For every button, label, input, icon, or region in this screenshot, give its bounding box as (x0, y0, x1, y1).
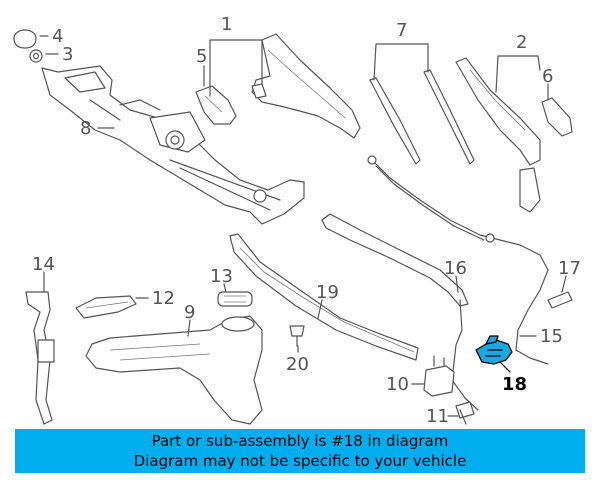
info-banner: Part or sub-assembly is #18 in diagram D… (15, 429, 585, 473)
callout-5: 5 (196, 46, 207, 67)
callout-17: 17 (558, 258, 581, 279)
part-10-washer-pump (423, 355, 455, 397)
washer-hose (367, 155, 549, 365)
callout-6: 6 (542, 66, 553, 87)
part-14-filler-neck (25, 291, 55, 425)
callout-13: 13 (210, 266, 233, 287)
part-7-wiper-blades (369, 69, 475, 165)
part-11-level-sensor (455, 401, 475, 425)
part-17-connector (547, 291, 573, 309)
part-16-cowl-seal (321, 213, 479, 411)
part-6-arm-cover (541, 97, 573, 137)
callout-8: 8 (80, 118, 91, 139)
callout-7: 7 (396, 20, 407, 41)
part-3-nut (29, 49, 43, 63)
part-5-arm-cover (195, 85, 237, 125)
banner-line-2: Diagram may not be specific to your vehi… (133, 452, 467, 470)
part-1-wiper-arm (251, 33, 361, 139)
part-20-clip (289, 325, 305, 347)
parts-diagram: 4 3 8 1 5 7 2 6 14 12 13 9 16 17 15 19 2… (13, 14, 581, 427)
callout-16: 16 (444, 258, 467, 279)
part-9-washer-reservoir (85, 315, 263, 425)
callout-12: 12 (152, 288, 175, 309)
part-19-cowl-panel (229, 233, 419, 361)
callout-14: 14 (32, 254, 55, 275)
part-18-highlighted (475, 335, 513, 365)
callout-9: 9 (184, 302, 195, 323)
callout-4: 4 (52, 26, 63, 47)
callout-11: 11 (426, 406, 449, 427)
callout-10: 10 (386, 374, 409, 395)
callout-20: 20 (286, 354, 309, 375)
callout-1: 1 (221, 14, 232, 35)
callout-2: 2 (516, 32, 527, 53)
part-13-grommet (217, 291, 253, 307)
leader-lines (39, 35, 567, 417)
part-2-wiper-arm-right (455, 57, 541, 213)
part-8-wiper-linkage (41, 65, 305, 225)
callout-18: 18 (502, 374, 527, 395)
callout-19: 19 (316, 282, 339, 303)
part-4-cap (13, 29, 37, 49)
callout-15: 15 (540, 326, 563, 347)
callout-3: 3 (62, 44, 73, 65)
part-12-seal (75, 295, 137, 319)
banner-line-1: Part or sub-assembly is #18 in diagram (151, 432, 449, 450)
